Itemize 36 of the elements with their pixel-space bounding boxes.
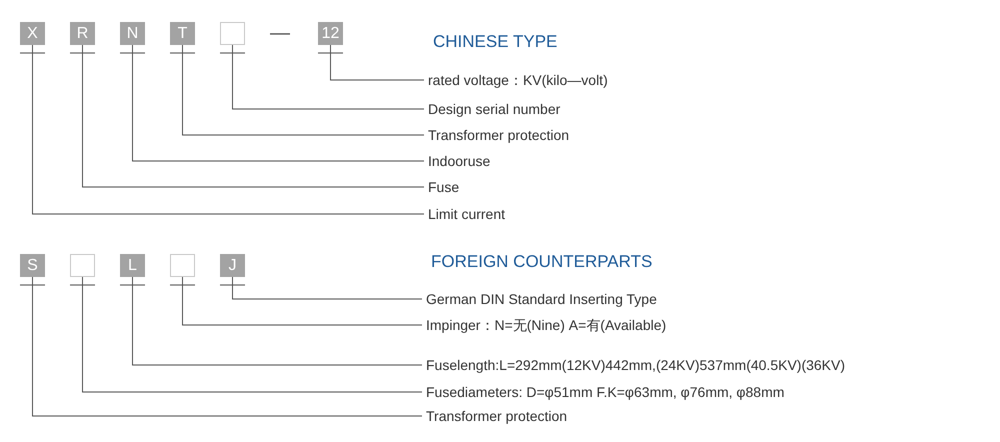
- leader-line: [220, 276, 422, 300]
- code-box: T: [170, 22, 195, 45]
- section-heading: FOREIGN COUNTERPARTS: [431, 252, 652, 272]
- code-box: L: [120, 254, 145, 277]
- description-text: Transformer protection: [422, 407, 568, 425]
- code-box: S: [20, 254, 45, 277]
- code-box: J: [220, 254, 245, 277]
- description-text: Fusediameters: D=φ51mm F.K=φ63mm, φ76mm, φ88mm: [422, 383, 784, 401]
- description-text: Design serial number: [424, 100, 560, 118]
- leader-line: [20, 276, 422, 416]
- leader-line: [120, 276, 422, 366]
- leader-line: [318, 44, 424, 80]
- dash-separator: —: [270, 22, 290, 45]
- code-box: N: [120, 22, 145, 45]
- section-heading: CHINESE TYPE: [433, 32, 558, 52]
- description-text: Indooruse: [424, 152, 490, 170]
- description-text: Transformer protection: [424, 126, 570, 144]
- description-text: German DIN Standard Inserting Type: [422, 290, 657, 308]
- leader-line: [120, 44, 424, 162]
- description-text: Impinger：N=无(Nine) A=有(Available): [422, 316, 666, 334]
- description-text: Fuselength:L=292mm(12KV)442mm,(24KV)537mm(40.5KV)(36KV): [422, 356, 846, 374]
- empty-code-box: [220, 22, 245, 45]
- empty-code-box: [170, 254, 195, 277]
- description-text: Limit current: [424, 205, 506, 223]
- leader-line: [220, 44, 424, 110]
- leader-line: [70, 276, 422, 392]
- code-box: 12: [318, 22, 343, 45]
- description-text: Fuse: [424, 178, 460, 196]
- empty-code-box: [70, 254, 95, 277]
- code-box: X: [20, 22, 45, 45]
- leader-line: [20, 44, 424, 214]
- leader-line: [170, 276, 422, 326]
- leader-line: [70, 44, 424, 188]
- description-text: rated voltage：KV(kilo—volt): [424, 71, 608, 89]
- code-box: R: [70, 22, 95, 45]
- leader-line: [170, 44, 424, 136]
